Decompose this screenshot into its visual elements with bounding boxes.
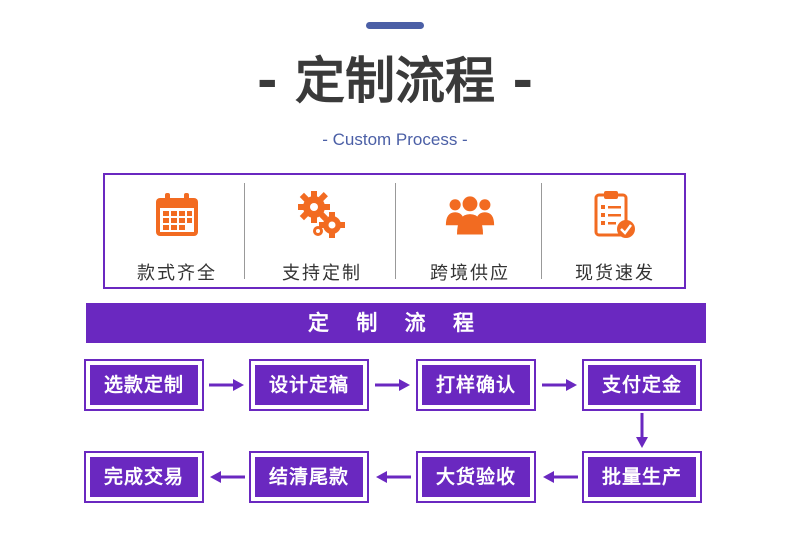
step-label: 设计定稿 bbox=[255, 365, 363, 405]
arrow-left-icon bbox=[543, 471, 578, 483]
arrow-down-icon bbox=[636, 413, 648, 448]
step-label: 支付定金 bbox=[588, 365, 696, 405]
step-label: 打样确认 bbox=[422, 365, 530, 405]
arrow-left-icon bbox=[210, 471, 245, 483]
step-label: 大货验收 bbox=[422, 457, 530, 497]
arrow-left-icon bbox=[376, 471, 411, 483]
feature-custom: 支持定制 bbox=[267, 175, 377, 287]
calendar-icon bbox=[151, 189, 203, 241]
arrow-right-icon bbox=[375, 379, 410, 391]
step-label: 选款定制 bbox=[90, 365, 198, 405]
step-7: 结清尾款 bbox=[249, 451, 369, 503]
step-2: 设计定稿 bbox=[249, 359, 369, 411]
feature-label: 款式齐全 bbox=[137, 263, 217, 284]
step-3: 打样确认 bbox=[416, 359, 536, 411]
feature-label: 支持定制 bbox=[282, 263, 362, 284]
feature-label: 跨境供应 bbox=[430, 263, 510, 284]
page-title: - 定制流程 - bbox=[256, 52, 534, 110]
feature-styles: 款式齐全 bbox=[127, 175, 227, 287]
step-label: 批量生产 bbox=[588, 457, 696, 497]
step-5: 批量生产 bbox=[582, 451, 702, 503]
people-group-icon bbox=[444, 189, 496, 241]
arrow-right-icon bbox=[209, 379, 244, 391]
section-banner: 定 制 流 程 bbox=[86, 303, 706, 343]
arrow-right-icon bbox=[542, 379, 577, 391]
feature-divider bbox=[244, 183, 245, 279]
step-6: 大货验收 bbox=[416, 451, 536, 503]
top-accent-bar bbox=[366, 22, 424, 29]
step-label: 完成交易 bbox=[90, 457, 198, 497]
feature-shipping: 现货速发 bbox=[560, 175, 670, 287]
feature-supply: 跨境供应 bbox=[415, 175, 525, 287]
checklist-icon bbox=[589, 189, 641, 241]
step-8: 完成交易 bbox=[84, 451, 204, 503]
step-4: 支付定金 bbox=[582, 359, 702, 411]
feature-label: 现货速发 bbox=[575, 263, 655, 284]
step-label: 结清尾款 bbox=[255, 457, 363, 497]
feature-divider bbox=[395, 183, 396, 279]
step-1: 选款定制 bbox=[84, 359, 204, 411]
features-panel: 款式齐全 bbox=[103, 173, 686, 289]
page-subtitle: - Custom Process - bbox=[322, 130, 468, 149]
feature-divider bbox=[541, 183, 542, 279]
gears-icon bbox=[296, 189, 348, 241]
